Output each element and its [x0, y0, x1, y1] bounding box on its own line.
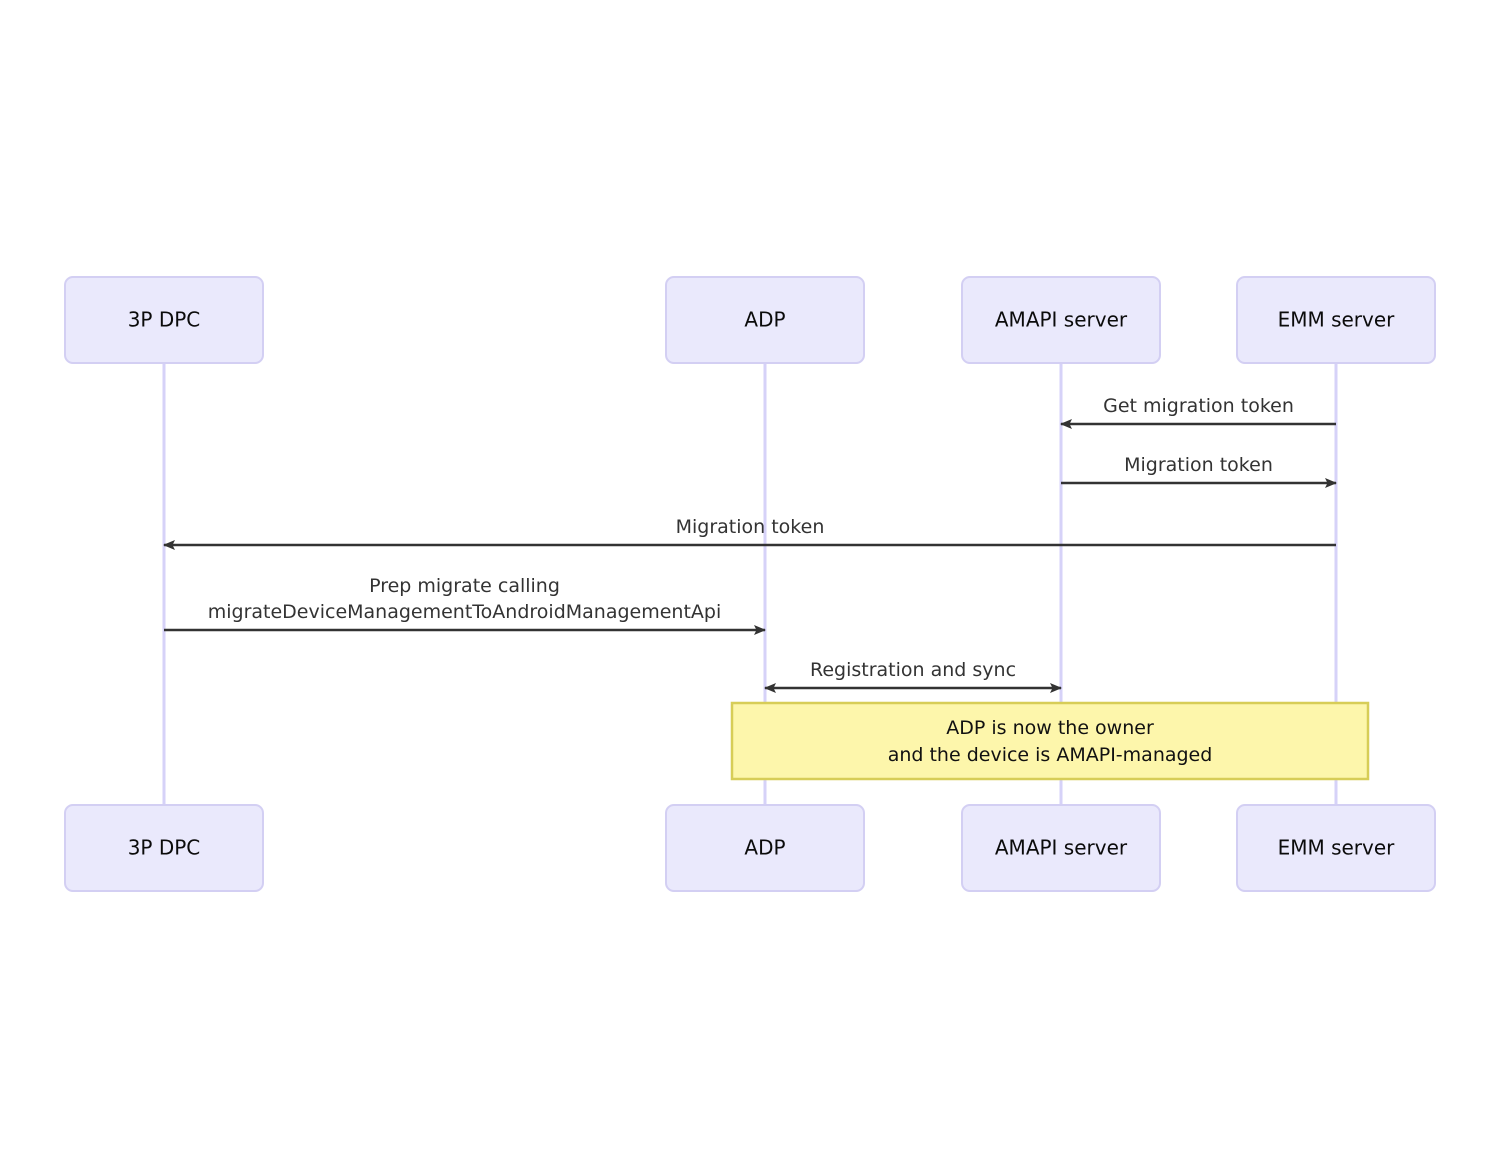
note-label-line2: and the device is AMAPI-managed [888, 744, 1213, 766]
participant-label: ADP [744, 308, 785, 332]
participant-label: AMAPI server [995, 308, 1128, 332]
message-label-m1: Get migration token [1103, 395, 1294, 417]
participant-box [961, 276, 1161, 364]
message-m4: Prep migrate calling migrateDeviceManagem… [164, 575, 766, 635]
participant-dpc-top[interactable]: 3P DPC [64, 276, 264, 364]
message-m1: Get migration token [1060, 395, 1336, 429]
participant-amapi-bottom[interactable]: AMAPI server [961, 804, 1161, 892]
participant-dpc-bottom[interactable]: 3P DPC [64, 804, 264, 892]
message-label-m5: Registration and sync [810, 659, 1016, 681]
message-label-m4-line1: Prep migrate calling [369, 575, 560, 597]
note-label-line1: ADP is now the owner [946, 717, 1154, 739]
participant-label: EMM server [1278, 308, 1396, 332]
participant-adp-bottom[interactable]: ADP [665, 804, 865, 892]
message-m3: Migration token [163, 516, 1336, 550]
participant-label: 3P DPC [128, 836, 201, 860]
participant-box [1236, 276, 1436, 364]
participant-emm-bottom[interactable]: EMM server [1236, 804, 1436, 892]
participant-emm-top[interactable]: EMM server [1236, 276, 1436, 364]
actors-top-group: 3P DPC ADP AMAPI server EMM server [64, 276, 1436, 364]
participant-box [64, 804, 264, 892]
message-label-m4-line2: migrateDeviceManagementToAndroidManageme… [208, 601, 722, 623]
participant-box [665, 276, 865, 364]
note-box [730, 701, 1370, 781]
message-m2: Migration token [1061, 454, 1337, 488]
message-m5: Registration and sync [764, 659, 1062, 693]
participant-box [1236, 804, 1436, 892]
notes-group: ADP is now the owner and the device is AM… [730, 701, 1370, 781]
message-label-m2: Migration token [1124, 454, 1273, 476]
message-label-m3: Migration token [676, 516, 825, 538]
participant-box [961, 804, 1161, 892]
actors-bottom-group: 3P DPC ADP AMAPI server EMM server [64, 804, 1436, 892]
participant-box [64, 276, 264, 364]
note-n1: ADP is now the owner and the device is AM… [730, 701, 1370, 781]
participant-label: 3P DPC [128, 308, 201, 332]
participant-adp-top[interactable]: ADP [665, 276, 865, 364]
participant-label: ADP [744, 836, 785, 860]
participant-label: AMAPI server [995, 836, 1128, 860]
participant-box [665, 804, 865, 892]
participant-amapi-top[interactable]: AMAPI server [961, 276, 1161, 364]
participant-label: EMM server [1278, 836, 1396, 860]
